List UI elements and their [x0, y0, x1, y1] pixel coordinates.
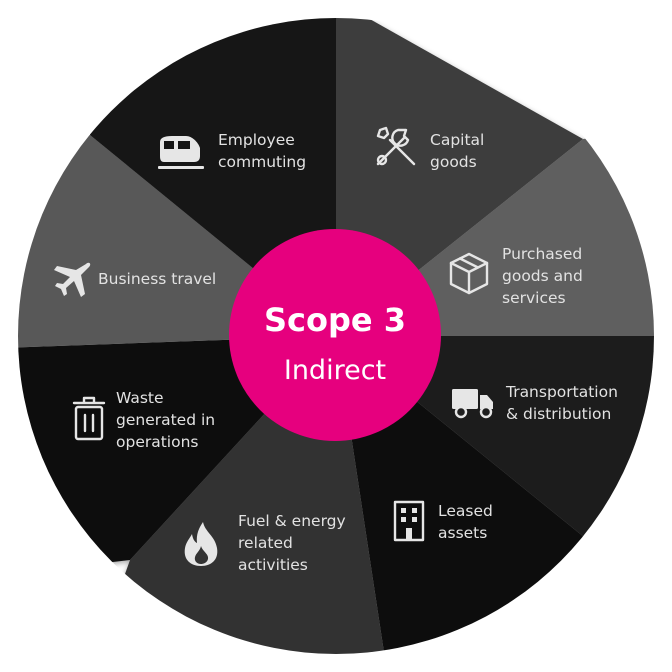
segment-label-employee-commuting: Employee commuting — [218, 131, 306, 171]
center-title: Scope 3 — [264, 301, 406, 339]
train-icon — [158, 136, 204, 169]
segment-label-purchased-goods: Purchased goods and services — [502, 245, 588, 307]
segment-label-business-travel: Business travel — [98, 270, 216, 288]
building-icon — [393, 500, 425, 542]
box-icon — [449, 252, 489, 295]
segment-label-leased-assets: Leased assets — [438, 502, 498, 542]
segment-label-waste: Waste generated in operations — [116, 389, 220, 451]
center-subtitle: Indirect — [284, 355, 386, 386]
truck-icon — [452, 389, 493, 419]
segment-label-capital-goods: Capital goods — [430, 131, 489, 171]
segment-label-transportation: Transportation & distribution — [505, 383, 623, 423]
segment-label-fuel-energy: Fuel & energy related activities — [238, 512, 351, 574]
airplane-icon — [54, 262, 91, 297]
center-circle — [229, 229, 441, 441]
fire-icon — [184, 522, 218, 566]
wrench-screwdriver-icon — [376, 126, 416, 166]
trash-bin-icon — [72, 396, 106, 441]
